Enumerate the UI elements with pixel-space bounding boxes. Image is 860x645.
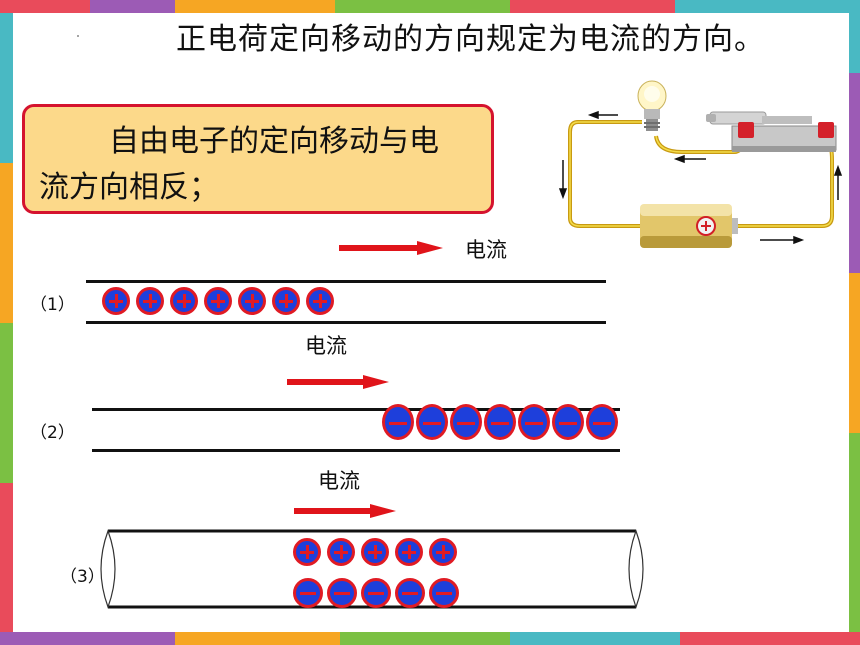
wire-top-1	[86, 280, 606, 283]
negative-charge-icon	[327, 578, 357, 608]
wire-bottom-2	[92, 449, 620, 452]
circuit-arrows	[558, 110, 843, 245]
current-arrow-2	[287, 375, 389, 389]
positive-charge-icon	[429, 538, 457, 566]
positive-charge-icon	[238, 287, 266, 315]
negative-charge-icon	[416, 404, 448, 440]
current-label-2: 电流	[305, 334, 347, 358]
positive-charge-icon	[102, 287, 130, 315]
light-bulb-icon	[637, 80, 667, 131]
circuit-diagram	[558, 80, 843, 248]
positive-charge-icon	[395, 538, 423, 566]
negative-charge-icon	[586, 404, 618, 440]
positive-charge-icon	[136, 287, 164, 315]
negative-charge-icon	[429, 578, 459, 608]
note-box: 自由电子的定向移动与电 流方向相反；	[22, 104, 494, 214]
positive-charge-icon	[204, 287, 232, 315]
negative-charge-icon	[293, 578, 323, 608]
case-label-1: （1）	[30, 295, 75, 315]
negative-charge-icon	[450, 404, 482, 440]
note-line-2: 流方向相反；	[39, 170, 219, 205]
positive-charge-icon	[293, 538, 321, 566]
wire-bottom-1	[86, 321, 606, 324]
negative-charge-icon	[484, 404, 516, 440]
current-label-3: 电流	[318, 469, 360, 493]
negative-charge-icon	[382, 404, 414, 440]
page-title: 正电荷定向移动的方向规定为电流的方向。	[176, 22, 765, 57]
positive-charge-icon	[272, 287, 300, 315]
negative-charge-icon	[361, 578, 391, 608]
current-arrow-3	[294, 504, 396, 518]
case-label-2: （2）	[30, 423, 75, 443]
switch-icon	[706, 111, 837, 152]
negative-charge-icon	[518, 404, 550, 440]
stray-dot	[77, 35, 79, 37]
positive-charge-icon	[306, 287, 334, 315]
note-line-1: 自由电子的定向移动与电	[109, 124, 439, 159]
negative-charge-icon	[395, 578, 425, 608]
battery-icon	[640, 204, 738, 248]
positive-charge-icon	[361, 538, 389, 566]
case-label-3: （3）	[60, 567, 105, 587]
current-label-1: 电流	[465, 238, 507, 262]
positive-charge-icon	[327, 538, 355, 566]
negative-charge-icon	[552, 404, 584, 440]
wire-top-2	[92, 408, 620, 411]
positive-charge-icon	[170, 287, 198, 315]
current-arrow-1	[339, 241, 443, 255]
